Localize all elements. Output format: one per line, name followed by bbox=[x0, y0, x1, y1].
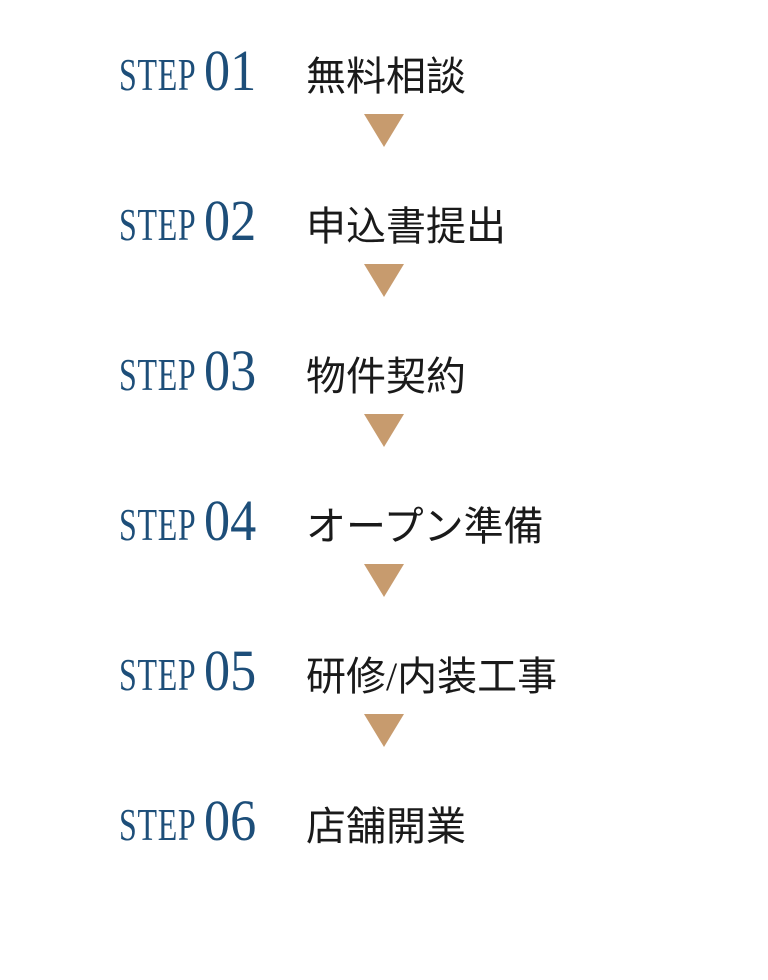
step-row: STEP 04 オープン準備 bbox=[0, 492, 768, 550]
step-label: STEP bbox=[119, 50, 197, 100]
step-row: STEP 05 研修/内装工事 bbox=[0, 642, 768, 700]
step-number: 03 bbox=[204, 338, 257, 403]
arrow-down-icon bbox=[364, 714, 404, 747]
step-label: STEP bbox=[119, 650, 197, 700]
step-number: 01 bbox=[204, 38, 257, 103]
step-title: 店舗開業 bbox=[306, 804, 467, 849]
step-item: STEP 01 無料相談 bbox=[0, 42, 768, 192]
step-label: STEP bbox=[119, 500, 197, 550]
step-item: STEP 04 オープン準備 bbox=[0, 492, 768, 642]
arrow-down-icon bbox=[364, 264, 404, 297]
step-label: STEP bbox=[119, 200, 197, 250]
step-title: 物件契約 bbox=[306, 354, 467, 399]
step-row: STEP 03 物件契約 bbox=[0, 342, 768, 400]
step-flow: STEP 01 無料相談 STEP 02 申込書提出 STEP 03 物件契約 … bbox=[0, 42, 768, 942]
step-title: オープン準備 bbox=[306, 504, 544, 549]
step-row: STEP 06 店舗開業 bbox=[0, 792, 768, 850]
step-label: STEP bbox=[119, 350, 197, 400]
step-row: STEP 01 無料相談 bbox=[0, 42, 768, 100]
arrow-down-icon bbox=[364, 414, 404, 447]
step-label: STEP bbox=[119, 800, 197, 850]
step-row: STEP 02 申込書提出 bbox=[0, 192, 768, 250]
step-title: 申込書提出 bbox=[306, 204, 507, 249]
step-title: 研修/内装工事 bbox=[306, 654, 558, 699]
step-number: 04 bbox=[204, 488, 257, 553]
step-title: 無料相談 bbox=[306, 54, 467, 99]
step-number: 05 bbox=[204, 638, 257, 703]
arrow-down-icon bbox=[364, 564, 404, 597]
step-number: 02 bbox=[204, 188, 257, 253]
step-item: STEP 02 申込書提出 bbox=[0, 192, 768, 342]
arrow-down-icon bbox=[364, 114, 404, 147]
step-item: STEP 03 物件契約 bbox=[0, 342, 768, 492]
step-number: 06 bbox=[204, 788, 257, 853]
step-item: STEP 05 研修/内装工事 bbox=[0, 642, 768, 792]
step-item: STEP 06 店舗開業 bbox=[0, 792, 768, 942]
